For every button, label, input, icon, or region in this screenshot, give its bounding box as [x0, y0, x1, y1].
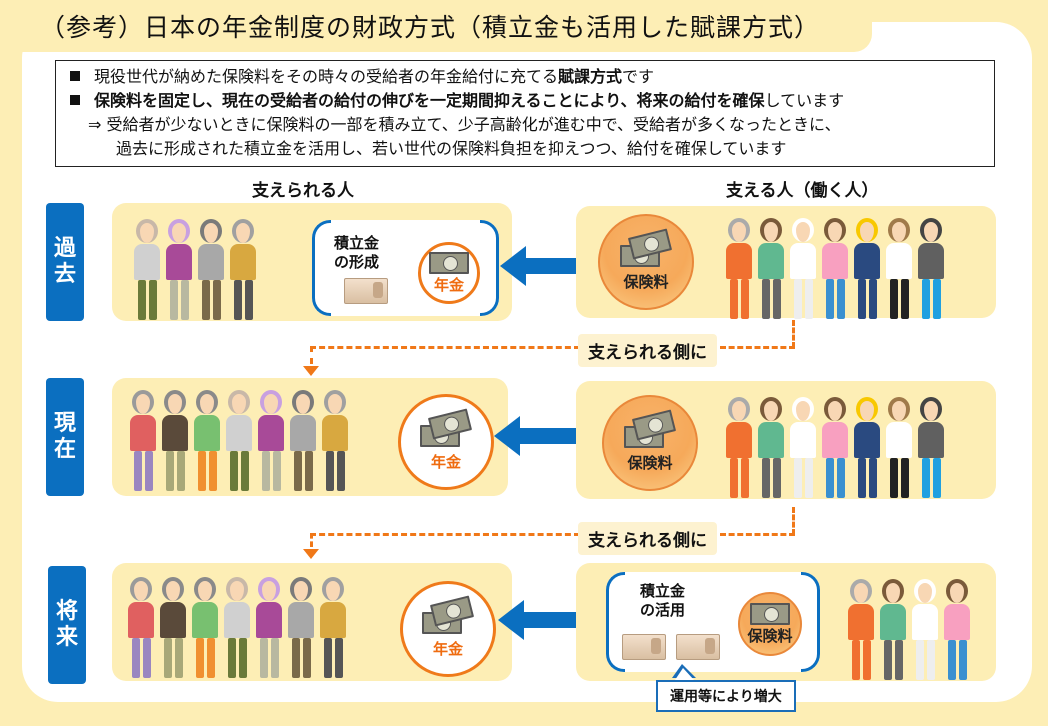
banknotes-icon: [422, 594, 475, 638]
premium-circle: 保険料: [598, 214, 694, 310]
worker-figure: [912, 579, 938, 680]
retiree-figure: [192, 577, 218, 678]
summary-line-4: 過去に形成された積立金を活用し、若い世代の保険料負担を抑えつつ、給付を確保してい…: [116, 139, 787, 158]
retiree-figure: [162, 390, 188, 491]
banknotes-icon: [624, 408, 677, 452]
title-tab: （参考）日本の年金制度の財政方式（積立金も活用した賦課方式）: [0, 0, 872, 52]
transition-label-1: 支えられる側に: [578, 334, 717, 367]
worker-figure: [886, 218, 912, 319]
yen-bundle-icon: [344, 278, 388, 304]
worker-figure: [880, 579, 906, 680]
reserve-use-label: 積立金 の活用: [640, 582, 686, 619]
banknotes-icon: [620, 227, 673, 271]
down-arrow-icon: [303, 366, 319, 376]
yen-bundle-icon: [676, 634, 720, 660]
retiree-figure: [258, 390, 284, 491]
worker-figure: [848, 579, 874, 680]
yen-bundle-icon: [622, 634, 666, 660]
pension-circle: 年金: [398, 394, 494, 490]
era-tag-future: 将来: [48, 566, 86, 684]
column-heading-supported: 支えられる人: [252, 181, 354, 201]
reserve-use-box: 積立金 の活用 保険料: [606, 572, 820, 672]
panel-future-retirees: 年金: [112, 563, 512, 681]
worker-figure: [726, 397, 752, 498]
panel-past-workers: 保険料: [576, 206, 996, 319]
page-title: （参考）日本の年金制度の財政方式（積立金も活用した賦課方式）: [40, 13, 821, 42]
summary-line-3: ⇒ 受給者が少ないときに保険料の一部を積み立て、少子高齢化が進む中で、受給者が多…: [88, 115, 841, 134]
retiree-figure: [166, 219, 192, 320]
worker-figure: [790, 218, 816, 319]
worker-figure: [758, 397, 784, 498]
worker-group: [726, 397, 944, 498]
worker-figure: [854, 397, 880, 498]
worker-figure: [790, 397, 816, 498]
arrow-head-icon: [498, 600, 524, 640]
retiree-group: [128, 577, 346, 678]
down-arrow-icon: [303, 549, 319, 559]
arrow-head-icon: [500, 246, 526, 286]
banknote-icon: [750, 602, 790, 625]
banknote-icon: [429, 251, 469, 274]
worker-figure: [886, 397, 912, 498]
retiree-figure: [288, 577, 314, 678]
retiree-figure: [322, 390, 348, 491]
worker-figure: [822, 218, 848, 319]
transition-label-2: 支えられる側に: [578, 522, 717, 555]
reserve-formation-label: 積立金 の形成: [334, 234, 380, 271]
retiree-figure: [128, 577, 154, 678]
era-tag-present: 現在: [46, 378, 84, 496]
column-heading-supporters: 支える人（働く人）: [726, 181, 879, 201]
summary-line-1: 現役世代が納めた保険料をその時々の受給者の年金給付に充てる賦課方式です: [66, 65, 984, 89]
retiree-figure: [160, 577, 186, 678]
growth-callout: 運用等により増大: [656, 680, 796, 712]
retiree-group: [134, 219, 256, 320]
retiree-figure: [320, 577, 346, 678]
bullet-square-icon: [70, 95, 80, 105]
arrow-head-icon: [494, 416, 520, 456]
worker-figure: [822, 397, 848, 498]
bullet-square-icon: [70, 71, 80, 81]
era-tag-past: 過去: [46, 203, 84, 321]
banknotes-icon: [420, 407, 473, 451]
premium-circle: 保険料: [602, 395, 698, 491]
premium-circle: 保険料: [738, 592, 802, 656]
retiree-figure: [256, 577, 282, 678]
retiree-figure: [134, 219, 160, 320]
retiree-figure: [198, 219, 224, 320]
panel-future-workers: 積立金 の活用 保険料: [576, 563, 996, 681]
worker-figure: [726, 218, 752, 319]
pension-circle: 年金: [418, 242, 480, 304]
retiree-group: [130, 390, 348, 491]
worker-group: [848, 579, 970, 680]
pension-circle: 年金: [400, 581, 496, 677]
worker-group: [726, 218, 944, 319]
retiree-figure: [290, 390, 316, 491]
retiree-figure: [226, 390, 252, 491]
reserve-formation-box: 積立金 の形成 年金: [312, 220, 499, 316]
panel-present-workers: 保険料: [576, 381, 996, 499]
retiree-figure: [194, 390, 220, 491]
summary-box: 現役世代が納めた保険料をその時々の受給者の年金給付に充てる賦課方式です 保険料を…: [55, 60, 995, 167]
retiree-figure: [230, 219, 256, 320]
retiree-figure: [224, 577, 250, 678]
retiree-figure: [130, 390, 156, 491]
panel-present-retirees: 年金: [112, 378, 508, 496]
panel-past-retirees: 積立金 の形成 年金: [112, 203, 512, 321]
worker-figure: [944, 579, 970, 680]
worker-figure: [854, 218, 880, 319]
worker-figure: [918, 218, 944, 319]
worker-figure: [918, 397, 944, 498]
worker-figure: [758, 218, 784, 319]
summary-line-2: 保険料を固定し、現在の受給者の給付の伸びを一定期間抑えることにより、将来の給付を…: [66, 89, 984, 113]
